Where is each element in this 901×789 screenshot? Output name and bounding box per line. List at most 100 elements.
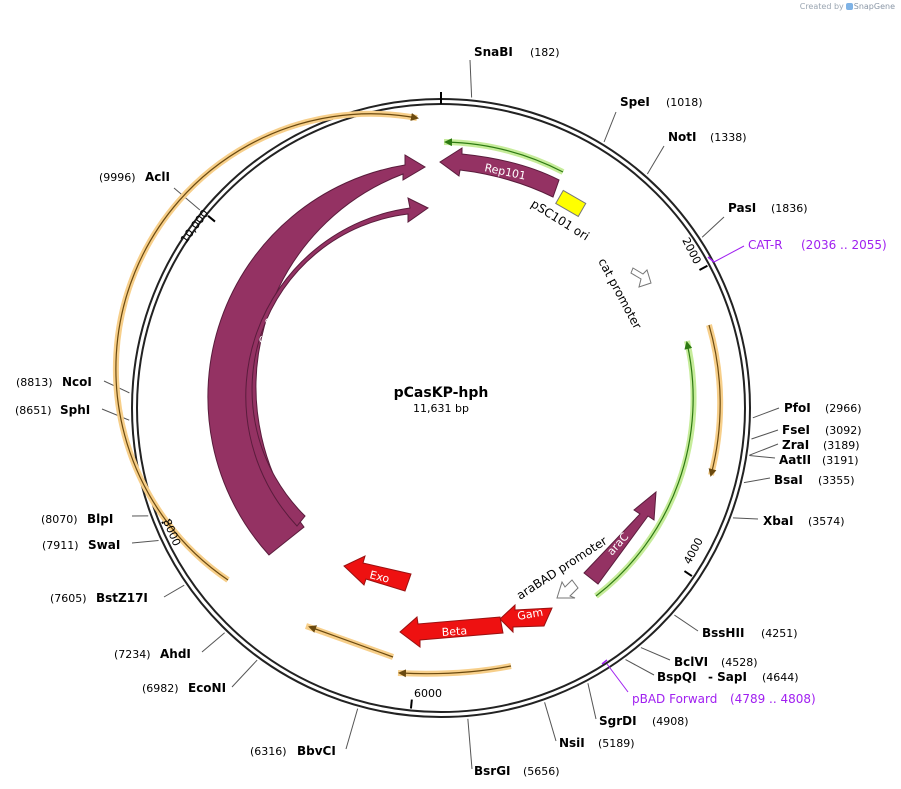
site-name-acli[interactable]: AclI xyxy=(145,170,170,184)
site-leader-8651 xyxy=(101,408,130,421)
site-name-xbai[interactable]: XbaI xyxy=(763,514,793,528)
site-pos-fsei: (3092) xyxy=(825,424,862,437)
green-tracks xyxy=(443,138,697,599)
cas9-outer-label: Cas9 xyxy=(212,283,231,312)
exo-arrow xyxy=(343,555,412,592)
site-leader-4528 xyxy=(640,647,671,661)
cas9-inner-arrow xyxy=(245,197,429,527)
site-name-bspqi[interactable]: BspQI xyxy=(657,670,697,684)
site-pos-sgrdi: (4908) xyxy=(652,715,689,728)
cat-promoter-label: cat promoter xyxy=(595,256,644,332)
site-name-pfoi[interactable]: PfoI xyxy=(784,401,811,415)
psc101-ori-box xyxy=(555,189,587,218)
primer-range-pbad-forward: (4789 .. 4808) xyxy=(730,692,816,706)
site-pos-sphi: (8651) xyxy=(15,404,52,417)
site-pos-blpi: (8070) xyxy=(41,513,78,526)
green-track-right-line xyxy=(595,341,694,597)
major-tick-2000 xyxy=(699,264,708,271)
site-leader-6316 xyxy=(345,708,359,750)
cat-r-leader xyxy=(713,245,745,263)
site-leader-4908 xyxy=(587,683,597,720)
site-name-bsai[interactable]: BsaI xyxy=(774,473,803,487)
plasmid-name: pCasKP-hph xyxy=(394,385,489,401)
site-leader-5656 xyxy=(467,718,473,770)
exo-label: Exo xyxy=(368,568,391,585)
site-leader-4251 xyxy=(674,614,699,632)
orange-track-right-line xyxy=(708,324,721,477)
rep101-arrow xyxy=(439,147,560,198)
site-name-pasi[interactable]: PasI xyxy=(728,201,756,215)
primer-markers xyxy=(601,245,745,693)
site-name-bsshii[interactable]: BssHII xyxy=(702,626,744,640)
site-name-aatii[interactable]: AatII xyxy=(779,453,811,467)
tick-label-6000: 6000 xyxy=(414,687,442,700)
site-pos-xbai: (3574) xyxy=(808,515,845,528)
site-pos-acli: (9996) xyxy=(99,171,136,184)
site-leader-3092 xyxy=(751,429,779,440)
site-pos-bsrgi: (5656) xyxy=(523,765,560,778)
site-name-zrai[interactable]: ZraI xyxy=(782,438,809,452)
site-name-swai[interactable]: SwaI xyxy=(88,538,120,552)
cat-promoter-arrow xyxy=(630,267,652,288)
plasmid-size: 11,631 bp xyxy=(413,402,469,415)
site-name-sgrdi[interactable]: SgrDI xyxy=(599,714,637,728)
snapgene-logo-icon xyxy=(845,3,853,10)
site-pos-bsai: (3355) xyxy=(818,474,855,487)
orange-track-bottom-line xyxy=(398,665,512,678)
site-name-bsrgi[interactable]: BsrGI xyxy=(474,764,511,778)
site-name-econi[interactable]: EcoNI xyxy=(188,681,226,695)
major-tick-10000 xyxy=(207,215,216,223)
orange-tracks xyxy=(112,110,724,678)
site-name-sphi[interactable]: SphI xyxy=(60,403,90,417)
site-leader-182 xyxy=(469,59,473,98)
orange-track-left-line xyxy=(115,112,419,581)
gam-arrow xyxy=(499,603,553,634)
site-name-ncoi[interactable]: NcoI xyxy=(62,375,92,389)
site-name-spei[interactable]: SpeI xyxy=(620,95,650,109)
primer-name-pbad-forward[interactable]: pBAD Forward xyxy=(632,692,717,706)
site-pos-bclvi: (4528) xyxy=(721,656,758,669)
site-pos-swai: (7911) xyxy=(42,539,79,552)
site-pos-bspqi: (4644) xyxy=(762,671,799,684)
rep101-label: Rep101 xyxy=(483,161,527,182)
site-name-nsii[interactable]: NsiI xyxy=(559,736,585,750)
site-pos-ahdi: (7234) xyxy=(114,648,151,661)
site-pos-bsshii: (4251) xyxy=(761,627,798,640)
site-name-bbvci[interactable]: BbvCI xyxy=(297,744,336,758)
site-pos-nsii: (5189) xyxy=(598,737,635,750)
site-pos-econi: (6982) xyxy=(142,682,179,695)
site-leader-2966 xyxy=(752,407,780,419)
site-name-bstz17i[interactable]: BstZ17I xyxy=(96,591,148,605)
major-tick-6000 xyxy=(409,699,413,709)
site-leader-3355 xyxy=(743,477,771,484)
pbad-forward-primer-mark xyxy=(601,659,608,665)
site-pos-bstz17i: (7605) xyxy=(50,592,87,605)
orange-track-lower-line xyxy=(308,625,394,658)
site-name-fsei[interactable]: FseI xyxy=(782,423,810,437)
site-leader-1018 xyxy=(603,111,617,143)
site-leader-7234 xyxy=(201,632,225,653)
site-pos-snabi: (182) xyxy=(530,46,560,59)
green-track-top-line xyxy=(444,138,564,173)
site-leader-7911 xyxy=(131,540,159,544)
site-pos-noti: (1338) xyxy=(710,131,747,144)
site-leader-5189 xyxy=(544,702,557,742)
restriction-sites: SnaBI (182) SpeI (1018) NotI (1338) PasI… xyxy=(15,45,862,778)
site-name-sapi[interactable]: - SapI xyxy=(708,670,747,684)
site-name-bclvi[interactable]: BclVI xyxy=(674,655,708,669)
site-name-noti[interactable]: NotI xyxy=(668,130,697,144)
cat-r-primer-mark xyxy=(707,256,715,263)
site-name-blpi[interactable]: BlpI xyxy=(87,512,113,526)
site-name-snabi[interactable]: SnaBI xyxy=(474,45,513,59)
site-pos-pfoi: (2966) xyxy=(825,402,862,415)
site-leader-lines xyxy=(101,59,780,770)
arabad-promoter-arrow xyxy=(556,579,579,599)
beta-label: Beta xyxy=(441,624,467,639)
primer-name-cat-r[interactable]: CAT-R xyxy=(748,238,783,252)
tick-label-10000: 10,000 xyxy=(178,207,212,246)
site-name-ahdi[interactable]: AhdI xyxy=(160,647,191,661)
site-pos-pasi: (1836) xyxy=(771,202,808,215)
site-leader-1836 xyxy=(701,216,725,238)
